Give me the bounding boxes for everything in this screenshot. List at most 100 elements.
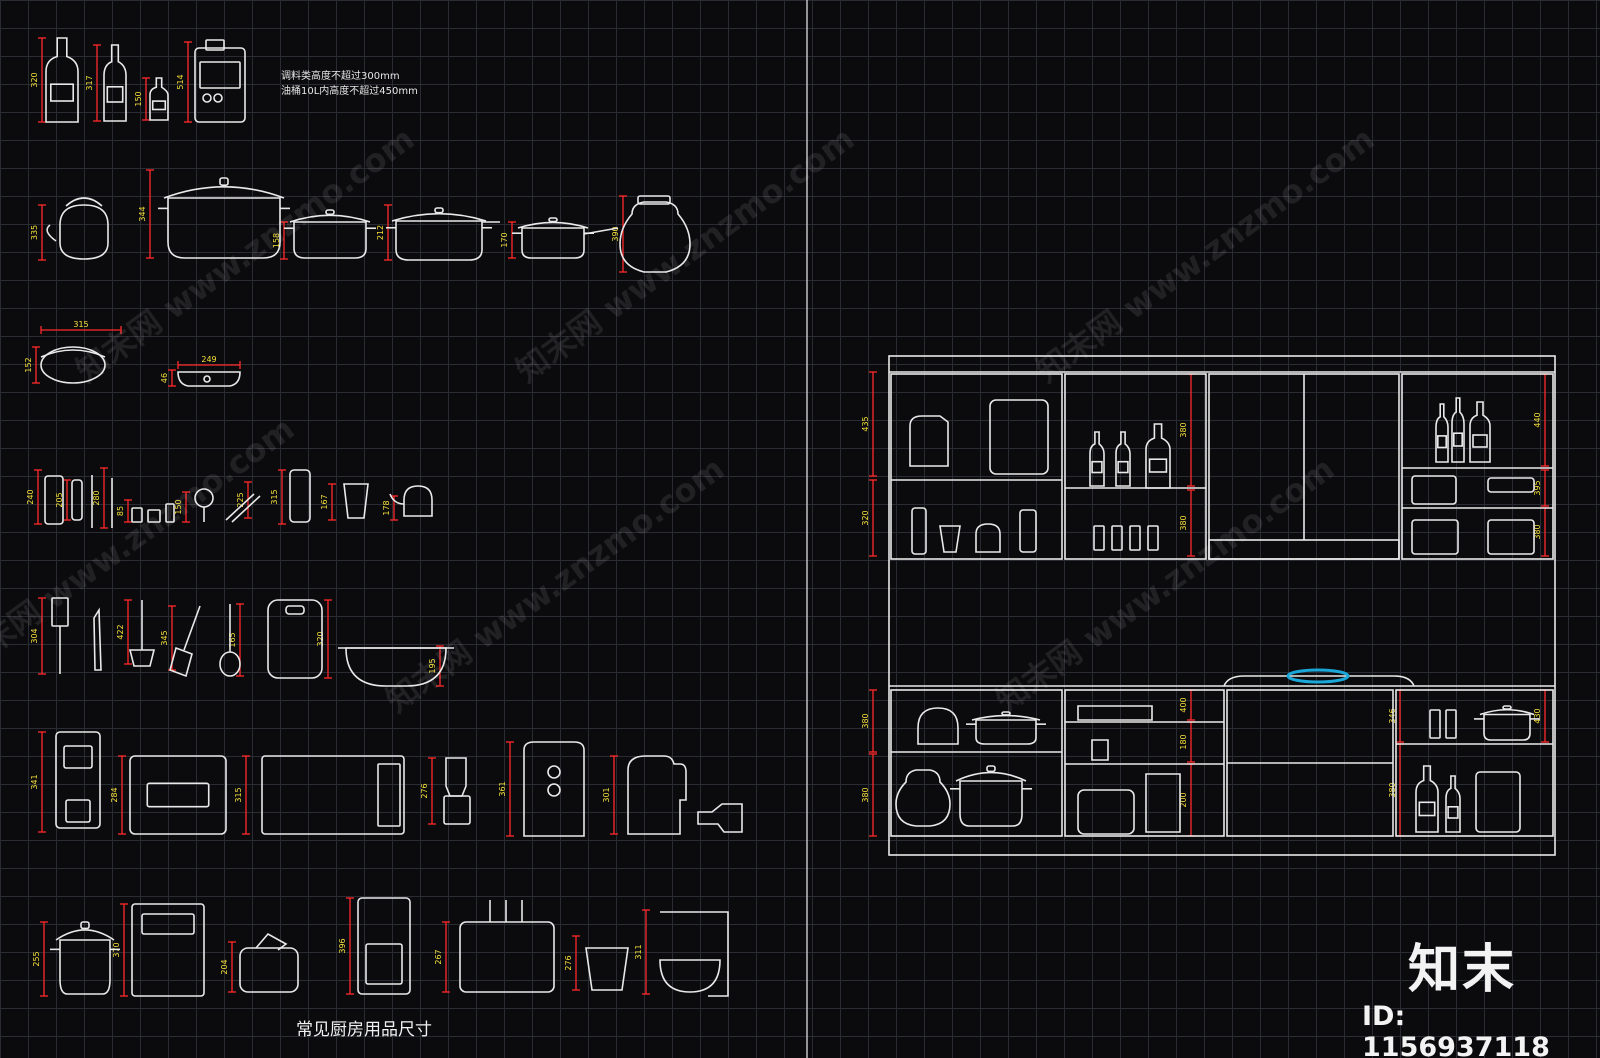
dimension-label: 195 [428,658,437,673]
dimension-label: 400 [1179,697,1188,712]
bread-maker [131,903,205,997]
dimension-label: 361 [498,781,507,796]
blender-base [443,795,471,825]
dimension-marker: 435 [861,371,877,477]
hand-mixer [697,803,743,833]
gooseneck-kettle [975,523,1001,553]
dimension-label: 200 [1179,792,1188,807]
electric-kettle [627,755,687,835]
bottle-label [151,100,167,111]
gooseneck-kettle [403,485,433,517]
dimension-marker: 430 [1533,689,1549,743]
dimension-marker: 320 [861,479,877,557]
pot-body [959,780,1023,827]
spice-bottle [1445,709,1457,739]
dimension-label: 395 [1533,480,1542,495]
pot-knob [219,177,229,186]
pot-knob [1502,705,1512,710]
dimension-label: 320 [30,72,39,87]
board-hole [285,605,305,615]
note-oil-drum-height: 油桶10L内高度不超过450mm [281,86,418,97]
note-seasoning-height: 调料类高度不超过300mm [281,71,400,82]
dimension-marker: 280 [92,467,108,529]
elevation-outline [888,355,1556,856]
dimension-label: 440 [1533,412,1542,427]
dimension-label: 320 [861,510,870,525]
dimension-label: 205 [55,492,64,507]
dimension-marker: 195 [428,645,444,687]
dimension-marker: 335 [30,204,46,261]
bottle-label [1437,435,1448,449]
jar-body [619,201,691,273]
dimension-label: 315 [234,787,243,802]
ladle [219,651,241,677]
dimension-label: 158 [272,233,281,248]
grinder [289,469,311,523]
dimension-label: 345 [160,630,169,645]
dimension-marker: 514 [176,41,192,123]
dimension-marker: 315 [270,469,286,525]
dimension-label: 150 [134,91,143,106]
dimension-label: 514 [176,74,185,89]
dispenser-cup [65,799,91,823]
dimension-marker: 400 [1179,689,1195,721]
bottle-label [1418,801,1436,817]
upper-cabinet-left [890,373,1063,560]
dimension-marker: 284 [110,755,126,835]
dimension-label: 317 [85,75,94,90]
dimension-label: 380 [1179,515,1188,530]
dimension-marker: 380 [1179,489,1195,557]
pot-body [1483,713,1531,741]
appliance-body [129,755,227,835]
mixing-bowl [345,647,447,687]
dimension-label: 304 [30,628,39,643]
dimension-marker: 152 [24,346,40,384]
stand-mixer-bowl [659,959,721,993]
dimension-marker: 395 [1533,469,1549,507]
kettle [917,707,959,745]
bottle-label [1148,458,1168,473]
dimension-label: 380 [1533,524,1542,539]
pot-knob [80,921,90,930]
pot-knob [1001,711,1011,716]
dimension-marker: 178 [382,495,398,521]
microwave [261,755,405,835]
bar-tool [71,479,83,521]
bottle-label [49,83,74,102]
bottle-outline [1415,765,1439,833]
pot-lid [517,221,589,229]
dimension-label: 435 [861,416,870,431]
drum-dot [202,93,212,103]
dimension-marker: 361 [498,741,514,837]
kettle-handle [65,197,103,207]
appliance-panel [146,782,210,808]
dimension-label: 380 [1179,422,1188,437]
dimension-marker: 167 [320,483,336,521]
dimension-label: 422 [116,624,125,639]
dimension-marker: 204 [220,941,236,993]
dimension-label: 150 [174,499,183,514]
pot-lid [955,771,1027,782]
bottle-outline [1445,775,1461,833]
bottle-outline [45,37,79,123]
dimension-marker: 390 [611,195,627,273]
bread-window [141,913,195,935]
knife [93,607,102,671]
dimension-marker: 380 [861,753,877,837]
dimension-marker: 150 [174,491,190,523]
bottle-label [1472,434,1488,448]
knife-sterilizer [459,921,555,993]
cutting-board [267,599,323,679]
pot-body [167,197,281,259]
dimension-label: 320 [316,631,325,646]
toaster [239,947,299,993]
dimension-marker: 276 [564,935,580,991]
dimension-label: 180 [1179,734,1188,749]
spice-jar [1129,525,1141,551]
pan-handle [583,227,619,235]
pot-lid [391,212,487,222]
dimension-marker: 380 [1179,373,1195,487]
